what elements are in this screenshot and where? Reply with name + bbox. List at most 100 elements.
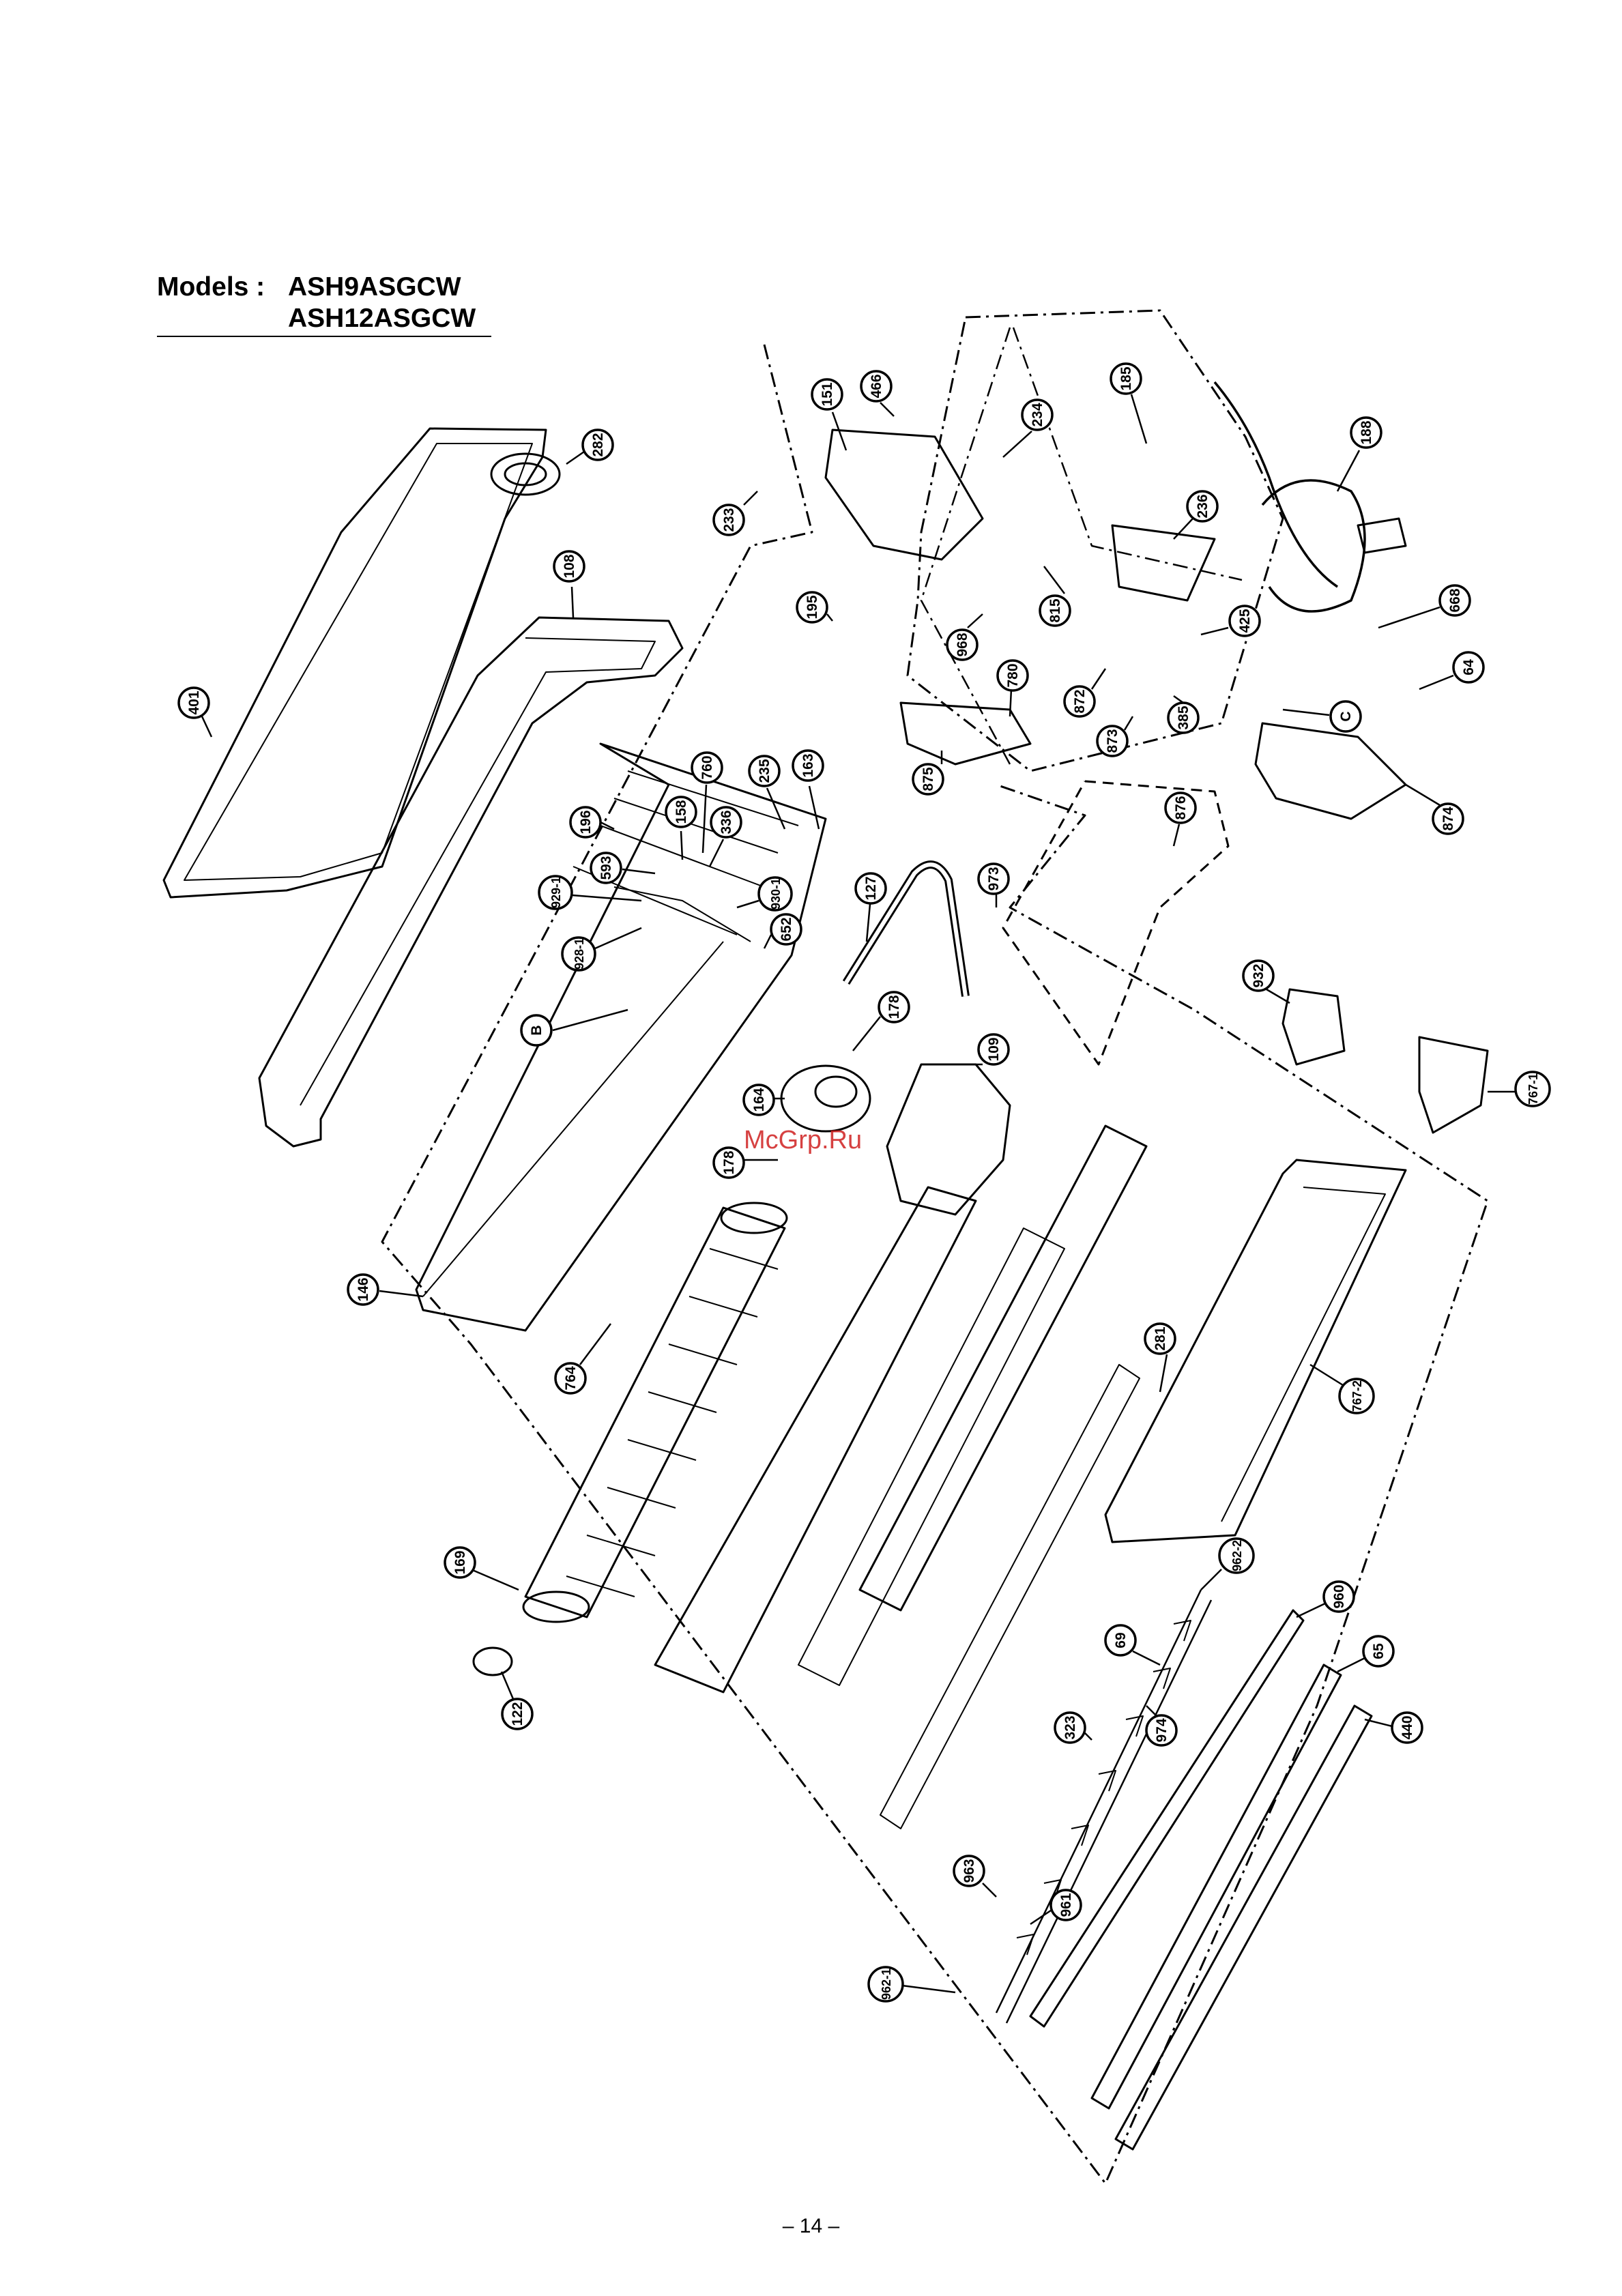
callout-930-1: 930-1: [737, 877, 792, 910]
svg-text:108: 108: [562, 554, 577, 578]
callout-234: 234: [1003, 400, 1052, 457]
svg-text:440: 440: [1400, 1715, 1415, 1739]
callout-281: 281: [1145, 1324, 1175, 1392]
svg-text:466: 466: [869, 374, 884, 398]
svg-text:178: 178: [721, 1150, 737, 1174]
fan-motor-164: [781, 1066, 870, 1131]
callout-440: 440: [1365, 1713, 1422, 1743]
callout-323: 323: [1055, 1713, 1092, 1743]
svg-text:652: 652: [779, 917, 794, 941]
callout-401: 401: [179, 688, 212, 737]
callout-158: 158: [666, 797, 696, 860]
svg-text:960: 960: [1331, 1584, 1347, 1608]
callout-962-2: 962-2: [1201, 1539, 1254, 1590]
drain-pan: [655, 1187, 976, 1692]
callout-767-2: 767-2: [1310, 1365, 1374, 1413]
svg-text:668: 668: [1447, 588, 1463, 612]
svg-text:196: 196: [578, 810, 594, 834]
svg-text:962-2: 962-2: [1230, 1540, 1244, 1571]
svg-text:234: 234: [1030, 403, 1045, 426]
panel-401: [164, 428, 546, 897]
callout-146: 146: [348, 1275, 423, 1305]
svg-text:151: 151: [820, 382, 835, 406]
callout-872: 872: [1065, 669, 1105, 716]
svg-text:929-1: 929-1: [549, 877, 563, 908]
grommet-282: [491, 454, 560, 495]
svg-text:69: 69: [1113, 1632, 1129, 1648]
svg-text:767-2: 767-2: [1350, 1380, 1364, 1412]
svg-text:874: 874: [1440, 806, 1456, 830]
callout-962-1: 962-1: [869, 1967, 955, 2001]
svg-text:928-1: 928-1: [573, 938, 586, 970]
svg-text:127: 127: [863, 876, 879, 900]
callout-108: 108: [554, 551, 584, 617]
vane-link-chain: [996, 1590, 1211, 2023]
guide-932: [1283, 989, 1344, 1064]
svg-text:281: 281: [1153, 1326, 1168, 1350]
callout-178: 178: [853, 992, 909, 1051]
callout-767-1: 767-1: [1488, 1072, 1550, 1106]
svg-text:385: 385: [1176, 706, 1191, 729]
callout-196: 196: [570, 807, 614, 837]
svg-text:236: 236: [1195, 494, 1211, 518]
callout-668: 668: [1378, 585, 1470, 628]
page-number: – 14 –: [0, 2215, 1622, 2238]
svg-text:815: 815: [1047, 598, 1063, 622]
main-frame-outline: [382, 345, 1488, 2183]
svg-text:961: 961: [1058, 1893, 1074, 1917]
pcb-236: [1112, 525, 1215, 600]
callout-282: 282: [566, 430, 613, 464]
callout-236: 236: [1174, 491, 1217, 539]
svg-text:873: 873: [1105, 729, 1120, 753]
svg-text:158: 158: [674, 800, 689, 824]
svg-text:930-1: 930-1: [769, 878, 783, 910]
svg-text:962-1: 962-1: [880, 1968, 893, 2000]
svg-text:122: 122: [510, 1702, 525, 1726]
svg-text:973: 973: [986, 867, 1002, 890]
callout-64: 64: [1419, 652, 1483, 689]
bearing-122: [474, 1648, 512, 1675]
power-cord-188: [1215, 382, 1365, 611]
louver-65: [1092, 1665, 1341, 2108]
svg-text:235: 235: [757, 759, 772, 783]
callout-961: 961: [1030, 1890, 1081, 1924]
vane-cover-767-1: [1419, 1037, 1488, 1133]
callout-185: 185: [1111, 364, 1146, 444]
callout-188: 188: [1337, 418, 1381, 491]
callout-593: 593: [591, 853, 655, 883]
svg-text:336: 336: [719, 810, 734, 834]
callout-963: 963: [954, 1856, 996, 1897]
callout-874: 874: [1406, 785, 1463, 834]
svg-text:163: 163: [800, 753, 816, 777]
callout-195: 195: [797, 592, 832, 622]
callout-122: 122: [502, 1672, 532, 1729]
callout-425: 425: [1201, 606, 1260, 636]
motor-bracket-109: [887, 1064, 1010, 1215]
svg-text:767-1: 767-1: [1526, 1073, 1540, 1105]
callout-873: 873: [1097, 716, 1133, 756]
watermark: McGrp.Ru: [744, 1126, 862, 1155]
callout-385: 385: [1168, 696, 1198, 733]
svg-text:146: 146: [356, 1277, 371, 1301]
callout-815: 815: [1040, 566, 1070, 626]
svg-text:968: 968: [955, 633, 970, 656]
callout-164: 164: [744, 1085, 785, 1115]
svg-text:109: 109: [986, 1037, 1002, 1061]
callout-932: 932: [1243, 961, 1290, 1003]
svg-text:C: C: [1338, 711, 1354, 721]
svg-text:872: 872: [1072, 689, 1088, 713]
callout-109: 109: [969, 1034, 1009, 1064]
callout-B: B: [521, 1010, 628, 1045]
callout-336: 336: [710, 807, 741, 867]
svg-text:164: 164: [751, 1088, 767, 1111]
svg-text:B: B: [529, 1025, 545, 1035]
callout-973: 973: [979, 864, 1009, 907]
control-bracket-151: [826, 430, 983, 560]
svg-text:64: 64: [1461, 659, 1477, 675]
callout-760: 760: [692, 753, 722, 853]
louver-440: [1116, 1706, 1372, 2149]
svg-text:760: 760: [699, 755, 715, 779]
callout-169: 169: [445, 1547, 519, 1590]
callout-960: 960: [1297, 1582, 1354, 1617]
svg-text:233: 233: [721, 508, 737, 532]
